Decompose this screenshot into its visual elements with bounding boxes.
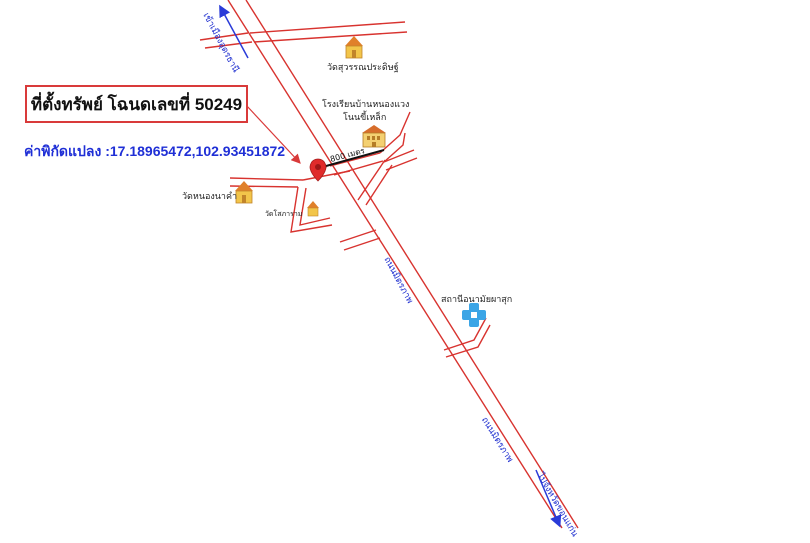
direction-arrow-udon (219, 4, 249, 59)
property-title-box: ที่ตั้งทรัพย์ โฉนดเลขที่ 50249 (25, 85, 248, 123)
school-icon (362, 125, 386, 148)
property-title: ที่ตั้งทรัพย์ โฉนดเลขที่ 50249 (30, 94, 243, 114)
label-school-line1: โรงเรียนบ้านหนองแวง (322, 100, 410, 110)
location-pin-icon (309, 158, 327, 182)
label-wat-small: วัดโสภาราม (265, 210, 303, 218)
label-school-line2: โนนขี้เหล็ก (343, 113, 387, 123)
direction-arrow-khon-kaen (535, 469, 562, 528)
label-wat-nong-na-kham: วัดหนองนาคำ (182, 192, 238, 202)
pointer-arrow (245, 104, 301, 164)
temple-icon (345, 36, 363, 59)
road-network (199, 0, 579, 529)
label-health-station: สถานีอนามัยผาสุก (441, 295, 513, 305)
temple-icon (307, 201, 319, 217)
coordinates-text: ค่าพิกัดแปลง :17.18965472,102.93451872 (24, 143, 286, 159)
temple-icon (235, 181, 253, 204)
label-wat-suwan: วัดสุวรรณประดิษฐ์ (327, 63, 399, 73)
medical-cross-icon (462, 303, 486, 327)
